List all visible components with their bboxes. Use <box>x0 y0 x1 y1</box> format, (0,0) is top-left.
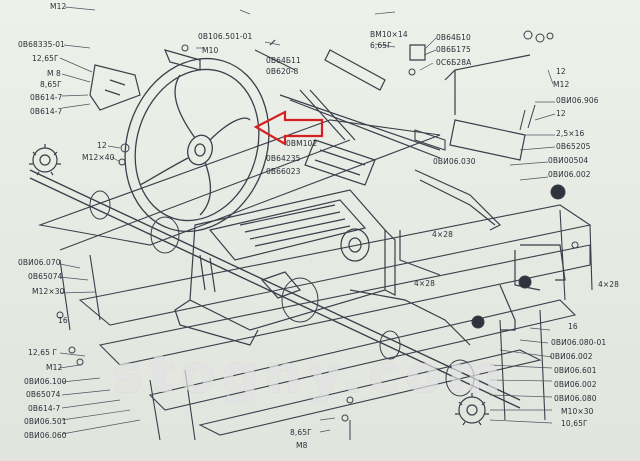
part-label: 0ВИ06.501 <box>24 417 67 426</box>
part-label: 10,65Г <box>561 419 588 428</box>
part-label: 0ВИ06.601 <box>554 366 597 375</box>
part-label: M12×40 <box>82 153 115 162</box>
part-label: 0ВИ06.002 <box>548 170 591 179</box>
part-label: 0ВИ06.100 <box>24 377 67 386</box>
control-levers <box>89 39 566 346</box>
sprocket-right <box>455 393 489 426</box>
part-label: 4×28 <box>432 230 453 239</box>
highlight-arrow <box>253 110 324 146</box>
part-label: M12×30 <box>32 287 65 296</box>
part-label: 0ВИ00504 <box>548 156 589 165</box>
part-label: 0ВМ102 <box>286 139 318 148</box>
part-label: 0В65074 <box>26 390 61 399</box>
part-label: M12 <box>50 2 67 11</box>
part-label: ВМ10×14 <box>370 30 408 39</box>
part-label: 0В64235 <box>266 154 301 163</box>
part-label: 12 <box>97 141 107 150</box>
part-label: 0ВИ06.002 <box>550 352 593 361</box>
part-label: 0ВИ06.060 <box>24 431 67 440</box>
sprocket-left <box>29 144 61 176</box>
pulley-wheel <box>124 57 270 233</box>
part-label: M8 <box>296 441 308 450</box>
part-label: 0ВИ06.002 <box>554 380 597 389</box>
part-label: M12 <box>553 80 570 89</box>
part-label: 12,65Г <box>32 54 59 63</box>
part-label: 12 <box>556 67 566 76</box>
part-label: 6,65Г <box>370 41 392 50</box>
part-label: 0В65074 <box>28 272 63 281</box>
gearbox-housing <box>174 189 396 346</box>
part-label: M12 <box>46 363 63 372</box>
leader-lines <box>59 6 556 435</box>
part-label: 16 <box>568 322 578 331</box>
part-label: M10 <box>202 46 219 55</box>
ball-knobs <box>471 184 566 329</box>
part-label: 12,65 Г <box>28 348 58 357</box>
part-label: 0В68335-01 <box>18 40 66 49</box>
part-label: 0ВИ06.030 <box>433 157 476 166</box>
part-label: 0В106.501-01 <box>198 32 253 41</box>
part-label: 0В614-7 <box>30 93 63 102</box>
part-label: 0В6Б175 <box>436 45 471 54</box>
part-label: 4×28 <box>598 280 619 289</box>
part-label: M10×30 <box>561 407 594 416</box>
part-label: 0В620-8 <box>266 67 299 76</box>
main-shaft <box>29 169 521 409</box>
part-label: 4×28 <box>414 279 435 288</box>
fasteners <box>56 30 579 440</box>
part-label: M 8 <box>47 69 61 78</box>
part-label: 2,5×16 <box>556 129 585 138</box>
part-label: 0В614-7 <box>30 107 63 116</box>
watermark-text: stogny.com <box>112 345 508 405</box>
part-label: 0В64Б11 <box>266 56 301 65</box>
part-label: 0ВИ06.080 <box>554 394 597 403</box>
part-label: 0С6Б28А <box>436 58 472 67</box>
part-label: 0ВИ06.080-01 <box>551 338 607 347</box>
part-label: 0В66023 <box>266 167 301 176</box>
part-label: 12 <box>556 109 566 118</box>
part-label: 8,65Г <box>40 80 62 89</box>
part-label: 16 <box>58 316 68 325</box>
part-label: 0ВИ06.906 <box>556 96 599 105</box>
part-label: 0В64Б10 <box>436 33 471 42</box>
part-label: 0В65205 <box>556 142 591 151</box>
part-label: 8,65Г <box>290 428 312 437</box>
part-label: 0ВИ06.070 <box>18 258 61 267</box>
part-label: 0В614-7 <box>28 404 61 413</box>
